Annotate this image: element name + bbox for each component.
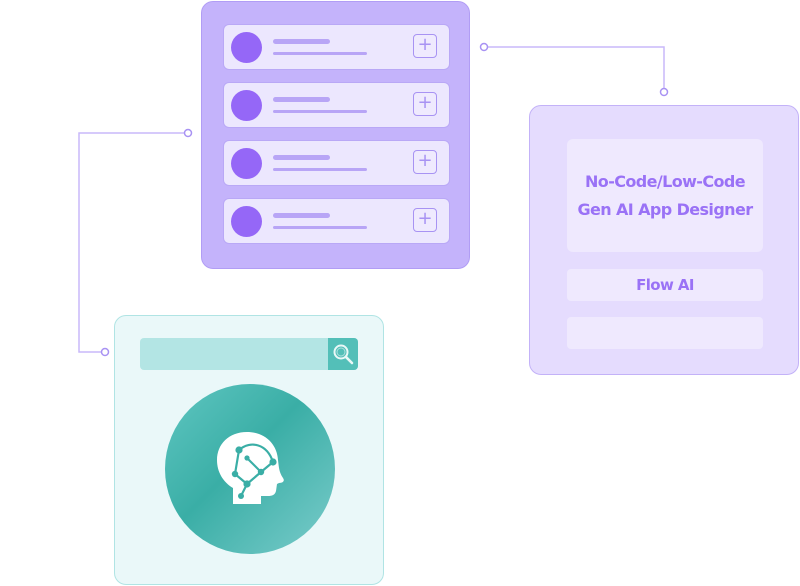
plus-icon[interactable]: + [413, 92, 437, 116]
search-input[interactable] [140, 338, 358, 370]
text-placeholder-line [273, 52, 367, 55]
list-item[interactable]: + [223, 140, 450, 186]
connector-dot [183, 128, 193, 138]
list-panel: + + + + [201, 1, 470, 269]
avatar [231, 148, 262, 179]
ai-head-icon [217, 432, 284, 504]
search-icon [333, 344, 354, 365]
plus-icon[interactable]: + [413, 150, 437, 174]
ai-bot-badge [165, 384, 335, 554]
text-placeholder-line [273, 213, 330, 218]
flow-ai-button[interactable]: Flow AI [567, 269, 763, 301]
connector-list-to-designer [484, 46, 665, 92]
flow-ai-label: Flow AI [636, 276, 694, 294]
connector-dot [100, 347, 110, 357]
designer-title-card: No-Code/Low-Code Gen AI App Designer [567, 139, 763, 252]
text-placeholder-line [273, 39, 330, 44]
designer-title-line-2: Gen AI App Designer [577, 199, 753, 219]
text-placeholder-line [273, 155, 330, 160]
list-item[interactable]: + [223, 82, 450, 128]
designer-title-line-1: No-Code/Low-Code [585, 171, 746, 191]
list-item[interactable]: + [223, 24, 450, 70]
avatar [231, 206, 262, 237]
avatar [231, 32, 262, 63]
text-placeholder-line [273, 97, 330, 102]
text-placeholder-line [273, 110, 367, 113]
avatar [231, 90, 262, 121]
list-item[interactable]: + [223, 198, 450, 244]
text-placeholder-line [273, 168, 367, 171]
empty-row [567, 317, 763, 349]
plus-icon[interactable]: + [413, 34, 437, 58]
designer-panel: No-Code/Low-Code Gen AI App Designer Flo… [529, 105, 799, 375]
plus-icon[interactable]: + [413, 208, 437, 232]
connector-dot [479, 42, 489, 52]
search-button[interactable] [328, 338, 358, 370]
search-panel [114, 315, 384, 585]
connector-dot [659, 87, 669, 97]
text-placeholder-line [273, 226, 367, 229]
